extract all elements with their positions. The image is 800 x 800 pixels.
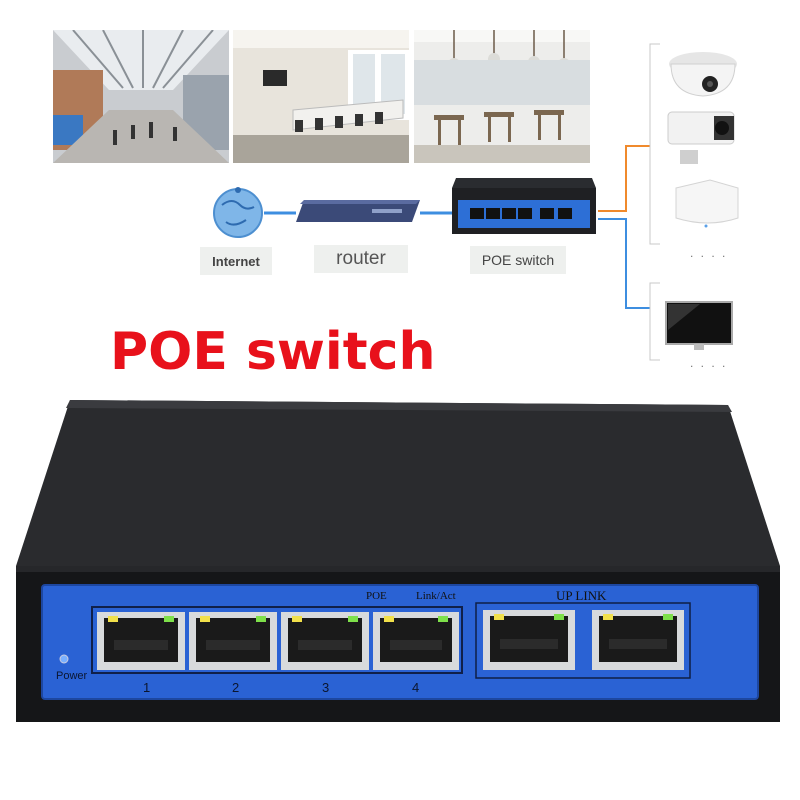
headline: POE switch <box>110 322 436 382</box>
internet-label: Internet <box>200 247 272 275</box>
port-number-4: 4 <box>412 680 420 695</box>
internet-globe-icon <box>213 187 263 238</box>
link-act-led-label: Link/Act <box>416 590 456 602</box>
monitor-icon <box>665 301 733 350</box>
port-2 <box>189 612 277 670</box>
poe-switch-small-icon <box>452 178 596 234</box>
dome-camera-icon <box>669 52 737 97</box>
port-4 <box>373 612 459 670</box>
port-number-3: 3 <box>322 680 330 695</box>
photo-meeting-room <box>233 30 409 163</box>
port-1 <box>97 612 185 670</box>
port-3 <box>281 612 369 670</box>
poe-switch-label: POE switch <box>470 246 566 274</box>
uplink-port-2 <box>592 610 684 670</box>
access-point-icon <box>675 179 739 228</box>
power-led <box>59 654 69 664</box>
router-icon <box>296 200 420 222</box>
router-label: router <box>314 245 408 273</box>
port-number-1: 1 <box>143 680 151 695</box>
uplink-label: UP LINK <box>556 588 607 603</box>
uplink-port-1 <box>483 610 575 670</box>
photo-shopping-mall <box>53 30 229 163</box>
port-number-2: 2 <box>232 680 240 695</box>
poe-led-label: POE <box>366 590 387 602</box>
photo-cafe <box>414 30 590 163</box>
devices-more-1: . . . . <box>690 246 728 260</box>
network-diagram <box>213 43 739 361</box>
bullet-camera-icon <box>667 111 735 164</box>
devices-more-2: . . . . <box>690 356 728 370</box>
power-label: Power <box>56 670 88 682</box>
ethernet-ports <box>97 610 684 670</box>
